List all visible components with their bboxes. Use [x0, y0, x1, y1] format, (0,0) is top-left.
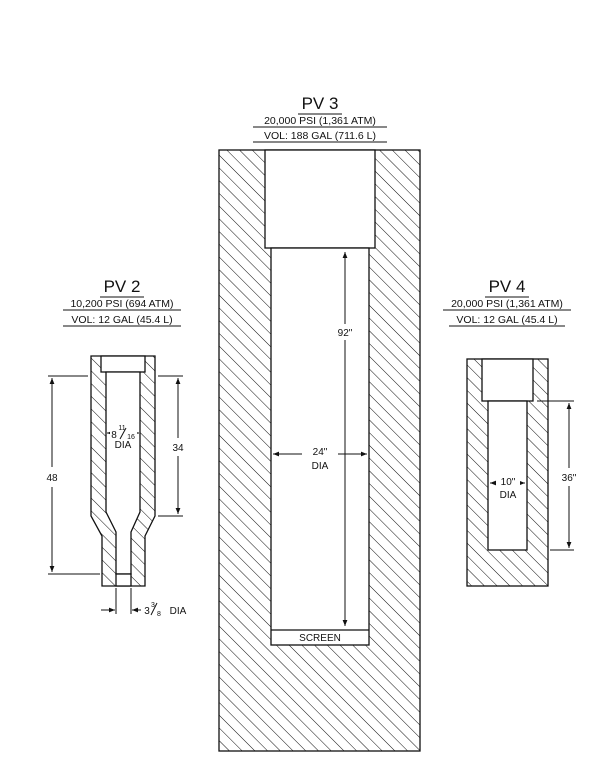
pv4-bore [487, 400, 528, 551]
pv3-screen-label: SCREEN [299, 633, 341, 644]
pv2-dia-label: DIA [115, 440, 132, 451]
pv2-dia-fraction-slash [119, 427, 127, 440]
pv2-dim-body-label: 34 [172, 443, 184, 454]
pv2-outlet-whole: 3 [144, 606, 150, 617]
pv3-dim-length-label: 92" [338, 328, 353, 339]
pv4-dim-dia-label: 10" [501, 477, 516, 488]
pv4-dia-label: DIA [500, 490, 517, 501]
pv4-vessel-group: PV 4 20,000 PSI (1,361 ATM) VOL: 12 GAL … [443, 277, 577, 587]
pv2-pressure: 10,200 PSI (694 ATM) [70, 298, 173, 310]
pv2-volume: VOL: 12 GAL (45.4 L) [71, 314, 172, 326]
pv3-dia-label-bg [302, 444, 338, 474]
pv3-pressure: 20,000 PSI (1,361 ATM) [264, 115, 376, 127]
pv4-title: PV 4 [489, 277, 526, 296]
pv3-dia-label: DIA [312, 461, 329, 472]
pv2-dia-whole: 8 [111, 430, 117, 441]
pv3-top-recess [264, 149, 376, 249]
pv2-title: PV 2 [104, 277, 141, 296]
pv3-volume: VOL: 188 GAL (711.6 L) [264, 130, 376, 142]
pv2-dia-denominator: 16 [127, 434, 135, 441]
pv2-dia-label-bg [110, 424, 137, 452]
pv3-vessel-group: PV 3 20,000 PSI (1,361 ATM) VOL: 188 GAL… [218, 94, 421, 752]
pv2-vessel-group: PV 2 10,200 PSI (694 ATM) VOL: 12 GAL (4… [46, 277, 186, 618]
pv2-outlet-label: DIA [170, 606, 187, 617]
pv2-dia-numerator: 11 [118, 425, 125, 432]
pv3-title: PV 3 [302, 94, 339, 113]
pv2-dim-overall-label: 48 [46, 473, 58, 484]
pv2-top-recess [100, 355, 146, 373]
pv4-dia-label-bg [496, 474, 520, 502]
pv3-dim-dia-label: 24" [313, 447, 328, 458]
pv2-outlet [115, 573, 132, 587]
pv2-outlet-fraction-slash [150, 602, 158, 616]
pv4-pressure: 20,000 PSI (1,361 ATM) [451, 298, 563, 310]
pv4-volume: VOL: 12 GAL (45.4 L) [456, 314, 557, 326]
pv4-top-recess [481, 358, 534, 402]
pv2-outlet-denominator: 8 [157, 611, 161, 618]
pv2-outlet-numerator: 3 [151, 602, 155, 609]
pv4-dim-length-label: 36" [562, 473, 577, 484]
